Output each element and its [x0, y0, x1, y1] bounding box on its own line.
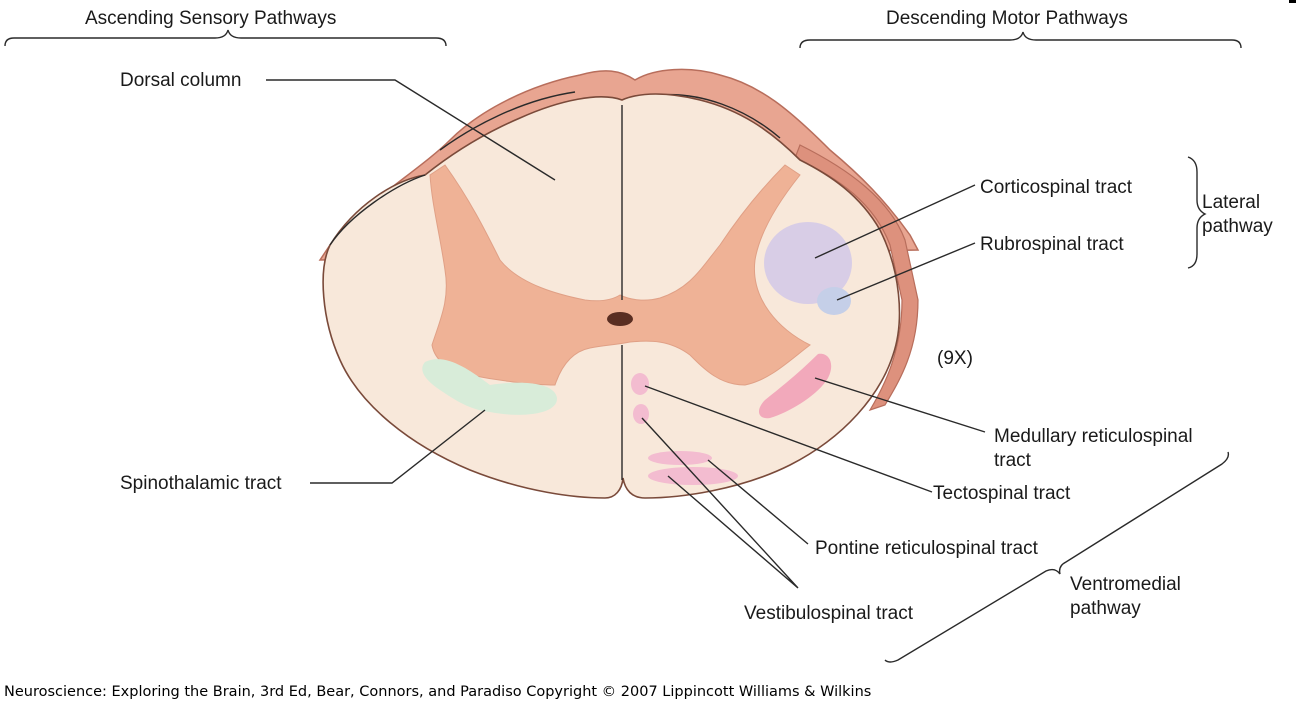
- copyright-caption: Neuroscience: Exploring the Brain, 3rd E…: [4, 684, 871, 700]
- corner-mark: [1289, 0, 1296, 3]
- ventromedial-label-2: pathway: [1070, 598, 1141, 619]
- lateral-pathway-brace: [1187, 156, 1207, 269]
- ascending-heading: Ascending Sensory Pathways: [85, 8, 336, 29]
- vestibulospinal-region: [648, 467, 738, 485]
- ventromedial-pathway-brace: [884, 451, 1230, 663]
- corticospinal-label: Corticospinal tract: [980, 177, 1133, 198]
- dorsal-column-leader: [266, 79, 556, 181]
- pia-right-edge: [794, 144, 919, 412]
- medullary-label-2: tract: [994, 450, 1032, 471]
- medullary-leader: [814, 377, 986, 433]
- corticospinal-leader: [814, 184, 976, 259]
- spinothalamic-label: Spinothalamic tract: [120, 473, 282, 494]
- descending-heading: Descending Motor Pathways: [886, 8, 1128, 29]
- spinothalamic-leader: [310, 409, 486, 484]
- rubrospinal-label: Rubrospinal tract: [980, 234, 1124, 255]
- spinothalamic-tract-region: [422, 359, 558, 415]
- ventromedial-label-1: Ventromedial: [1070, 574, 1181, 595]
- magnification-label: (9X): [937, 348, 973, 369]
- tectospinal-leader: [644, 385, 933, 493]
- tectospinal-region-b: [633, 404, 649, 424]
- tectospinal-label: Tectospinal tract: [933, 483, 1071, 504]
- central-canal: [607, 312, 633, 326]
- rubrospinal-leader: [836, 242, 976, 301]
- pontine-reticulospinal-region: [648, 451, 712, 465]
- vestibulospinal-label: Vestibulospinal tract: [744, 603, 914, 624]
- descending-brace: [799, 31, 1242, 49]
- corticospinal-tract-region: [764, 222, 852, 304]
- cord-face-seam: [329, 174, 426, 246]
- medullary-reticulospinal-region: [758, 353, 832, 419]
- pontine-leader: [707, 459, 809, 545]
- rubrospinal-tract-region: [817, 287, 851, 315]
- medullary-label-1: Medullary reticulospinal: [994, 426, 1193, 447]
- lateral-pathway-label-2: pathway: [1202, 216, 1273, 237]
- pontine-label: Pontine reticulospinal tract: [815, 538, 1039, 559]
- ascending-brace: [4, 29, 447, 47]
- vestibulospinal-leader: [641, 417, 799, 589]
- dorsal-column-label: Dorsal column: [120, 70, 241, 91]
- tectospinal-region-a: [631, 373, 649, 395]
- lateral-pathway-label-1: Lateral: [1202, 192, 1260, 213]
